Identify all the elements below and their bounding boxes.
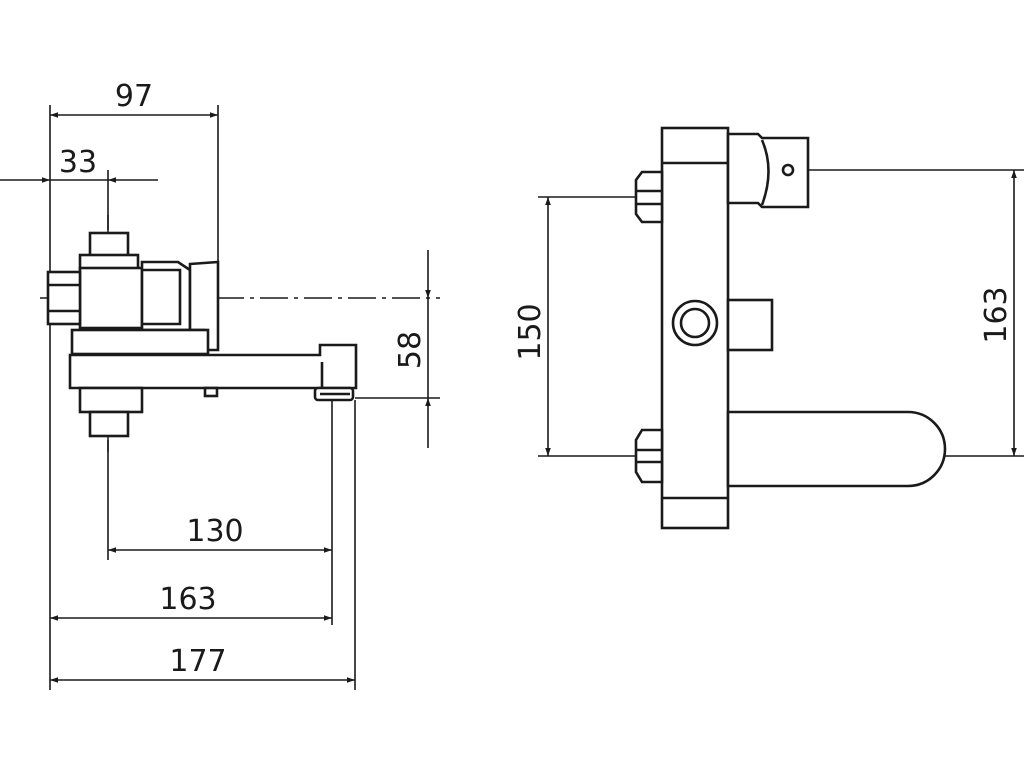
front-view: 150 163 [513, 126, 1024, 530]
dim-33-label: 33 [59, 145, 97, 180]
side-view: 97 33 58 130 163 177 [0, 79, 440, 690]
dim-177-label: 177 [169, 644, 226, 679]
dim-58: 58 [393, 250, 431, 448]
side-extension-lines [49, 105, 440, 690]
dim-97: 97 [50, 79, 218, 118]
dim-130-label: 130 [186, 514, 243, 549]
dim-97-label: 97 [115, 79, 153, 114]
dim-163-front-label: 163 [979, 286, 1014, 343]
dim-33: 33 [0, 145, 158, 183]
mixer-side-body [46, 231, 358, 438]
dim-177: 177 [50, 644, 355, 683]
mixer-front-body [634, 126, 947, 530]
dim-150: 150 [513, 197, 551, 456]
dim-150-label: 150 [513, 303, 548, 360]
dim-130: 130 [108, 514, 332, 553]
dim-163-front: 163 [979, 170, 1017, 456]
dim-58-label: 58 [393, 331, 428, 369]
dim-163-side: 163 [50, 582, 332, 621]
dim-163-side-label: 163 [159, 582, 216, 617]
